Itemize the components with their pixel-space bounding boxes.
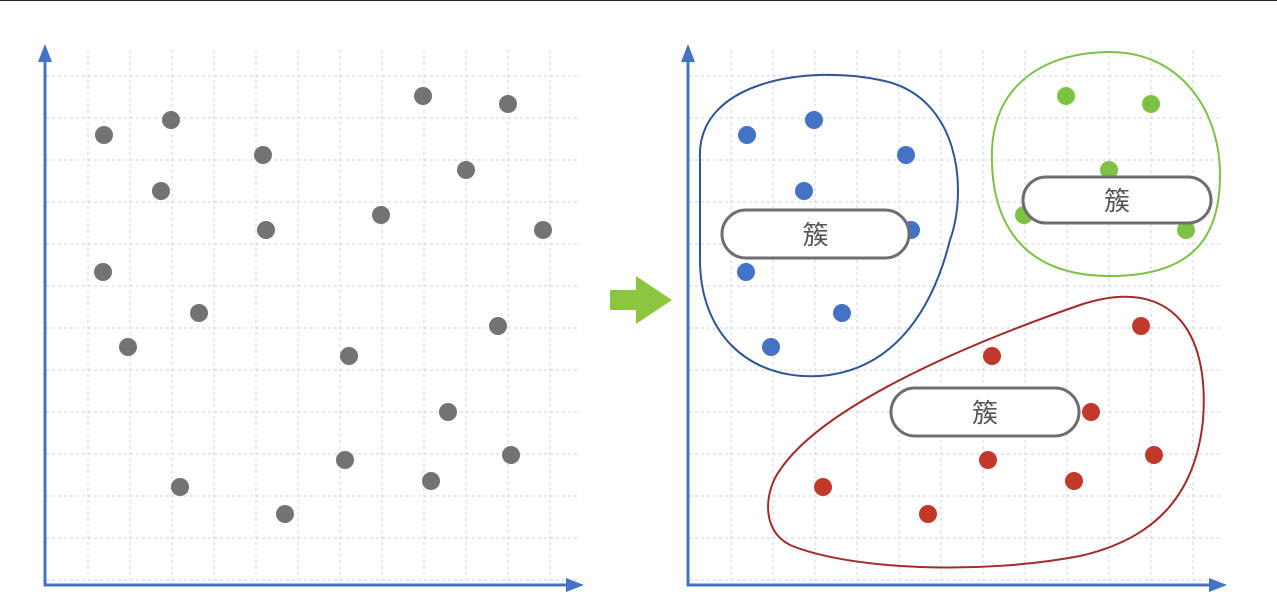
green-cluster-point	[1057, 87, 1075, 105]
data-point	[422, 472, 440, 490]
red-cluster-label-text: 簇	[972, 399, 998, 429]
red-cluster-point	[1065, 472, 1083, 490]
data-point	[457, 161, 475, 179]
data-point	[254, 146, 272, 164]
data-point	[95, 126, 113, 144]
data-point	[276, 505, 294, 523]
blue-cluster-point	[897, 146, 915, 164]
green-cluster-label: 簇	[1021, 175, 1213, 225]
data-point	[439, 403, 457, 421]
blue-cluster-outline	[698, 73, 959, 378]
data-point	[119, 338, 137, 356]
right-y-axis-arrowhead	[681, 44, 695, 62]
green-cluster-outline	[990, 50, 1222, 278]
blue-cluster-label-text: 簇	[802, 221, 828, 251]
red-cluster-point	[1145, 446, 1163, 464]
red-cluster-outline	[767, 295, 1205, 569]
green-cluster-label-text: 簇	[1104, 187, 1130, 217]
left-y-axis-arrowhead	[38, 44, 52, 62]
green-cluster-point	[1100, 161, 1118, 179]
red-cluster-point	[1082, 403, 1100, 421]
data-point	[499, 95, 517, 113]
red-cluster-point	[1132, 317, 1150, 335]
blue-cluster-point	[737, 263, 755, 281]
red-cluster-point	[983, 347, 1001, 365]
data-point	[152, 182, 170, 200]
left-points	[94, 87, 552, 523]
red-cluster-point	[979, 451, 997, 469]
red-cluster-point	[919, 505, 937, 523]
data-point	[534, 221, 552, 239]
blue-cluster-point	[738, 126, 756, 144]
data-point	[257, 221, 275, 239]
blue-cluster-point	[805, 111, 823, 129]
green-cluster-point	[1177, 221, 1195, 239]
blue-cluster-label: 簇	[720, 208, 911, 260]
top-border-line	[0, 0, 1277, 1]
blue-cluster-point	[833, 304, 851, 322]
data-point	[162, 111, 180, 129]
red-cluster-point	[814, 478, 832, 496]
data-point	[340, 347, 358, 365]
data-point	[94, 263, 112, 281]
data-point	[190, 304, 208, 322]
data-point	[489, 317, 507, 335]
data-point	[414, 87, 432, 105]
red-cluster-label: 簇	[889, 386, 1081, 438]
transform-arrow-icon	[610, 276, 672, 324]
right-panel-clustered: 簇 簇 簇	[681, 44, 1227, 592]
right-x-axis-arrowhead	[1209, 578, 1227, 592]
left-panel-unclustered	[38, 44, 584, 592]
left-grid	[46, 50, 580, 581]
green-cluster-point	[1142, 95, 1160, 113]
data-point	[502, 446, 520, 464]
blue-cluster-point	[795, 182, 813, 200]
blue-cluster-point	[762, 338, 780, 356]
data-point	[171, 478, 189, 496]
data-point	[336, 451, 354, 469]
left-x-axis-arrowhead	[566, 578, 584, 592]
data-point	[372, 206, 390, 224]
right-points	[737, 87, 1195, 523]
